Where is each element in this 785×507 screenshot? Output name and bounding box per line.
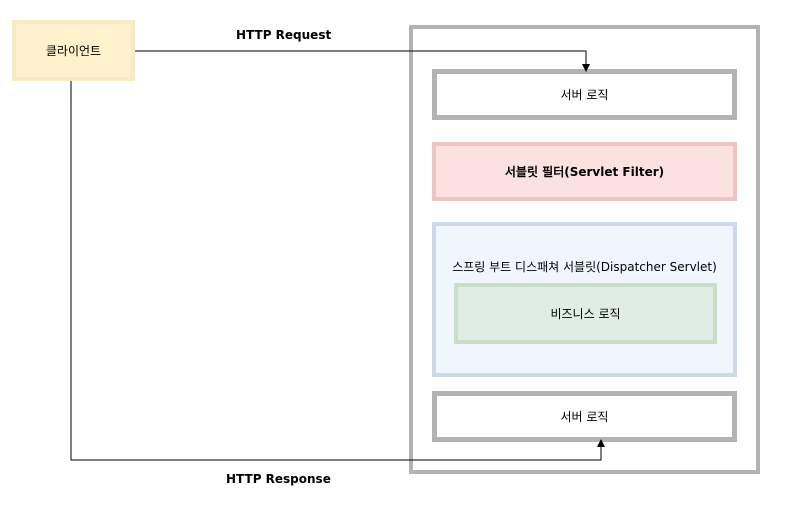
client-label: 클라이언트	[45, 44, 102, 58]
dispatcher-servlet-label: 스프링 부트 디스패쳐 서블릿(Dispatcher Servlet)	[452, 260, 717, 274]
request-connector	[135, 50, 590, 72]
server-logic-bottom-label: 서버 로직	[560, 410, 609, 424]
business-logic-label: 비즈니스 로직	[550, 307, 621, 321]
servlet-filter-node: 서블릿 필터(Servlet Filter)	[432, 142, 737, 201]
servlet-filter-label: 서블릿 필터(Servlet Filter)	[504, 165, 665, 179]
http-response-label: HTTP Response	[226, 472, 331, 486]
server-logic-bottom-node: 서버 로직	[432, 391, 737, 442]
business-logic-node: 비즈니스 로직	[454, 283, 717, 344]
server-logic-top-label: 서버 로직	[560, 88, 609, 102]
flow-arrow-layer	[0, 0, 300, 150]
response-connector	[70, 81, 605, 461]
http-request-label: HTTP Request	[236, 28, 332, 42]
client-node: 클라이언트	[12, 20, 135, 81]
